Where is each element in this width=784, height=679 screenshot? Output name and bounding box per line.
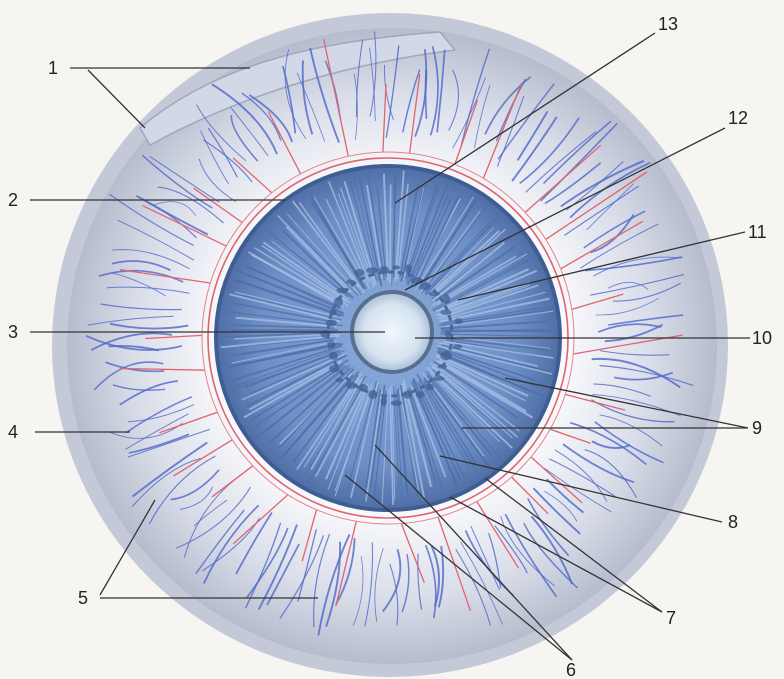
iris-crypt <box>443 294 450 303</box>
iris-crypt <box>416 391 425 398</box>
iris-crypt <box>426 384 435 391</box>
label-1: 1 <box>48 58 58 78</box>
iris-crypt <box>453 344 463 349</box>
iris-crypt <box>355 269 365 277</box>
label-3: 3 <box>8 322 18 342</box>
iris-crypt <box>381 397 388 406</box>
iris-crypt <box>433 376 445 381</box>
label-9: 9 <box>752 418 762 438</box>
iris-crypt <box>336 378 344 382</box>
scleral-vein <box>426 70 427 119</box>
label-12: 12 <box>728 108 748 128</box>
label-6: 6 <box>566 660 576 679</box>
label-10: 10 <box>752 328 772 348</box>
label-11: 11 <box>748 222 767 242</box>
iris-crypt <box>454 318 462 324</box>
label-7: 7 <box>666 608 676 628</box>
iris-fiber <box>394 179 395 277</box>
iris-crypt <box>366 267 378 273</box>
label-13: 13 <box>658 14 678 34</box>
label-8: 8 <box>728 512 738 532</box>
label-4: 4 <box>8 422 18 442</box>
iris-crypt <box>391 400 402 406</box>
iris-fiber <box>390 185 391 284</box>
label-5: 5 <box>78 588 88 608</box>
iris-crypt <box>392 265 400 269</box>
label-2: 2 <box>8 190 18 210</box>
leader-line-1b <box>88 70 145 128</box>
iris-crypt <box>405 264 412 273</box>
